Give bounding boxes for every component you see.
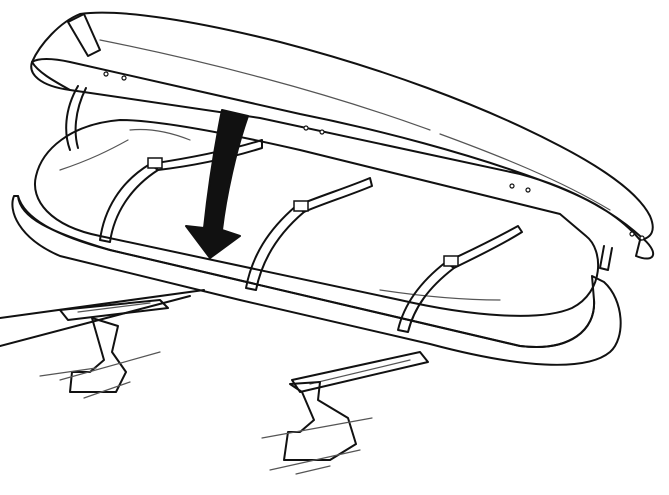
- roof-box-base: [11, 195, 622, 366]
- strap-buckle: [443, 255, 459, 267]
- rear-rack-foot: [39, 317, 161, 399]
- strap-buckle: [147, 157, 163, 169]
- rear-rack-bar: [59, 299, 169, 321]
- front-rack-bar: [291, 351, 429, 393]
- cargo-bag: [34, 119, 600, 317]
- front-rack-foot: [261, 381, 373, 475]
- straps: [99, 139, 523, 333]
- callout-leader-lines: [0, 289, 205, 347]
- lid-stay-struts: [65, 85, 613, 271]
- down-arrow-icon: [185, 109, 249, 259]
- roof-box-lid: [30, 11, 654, 260]
- strap-buckle: [293, 200, 309, 212]
